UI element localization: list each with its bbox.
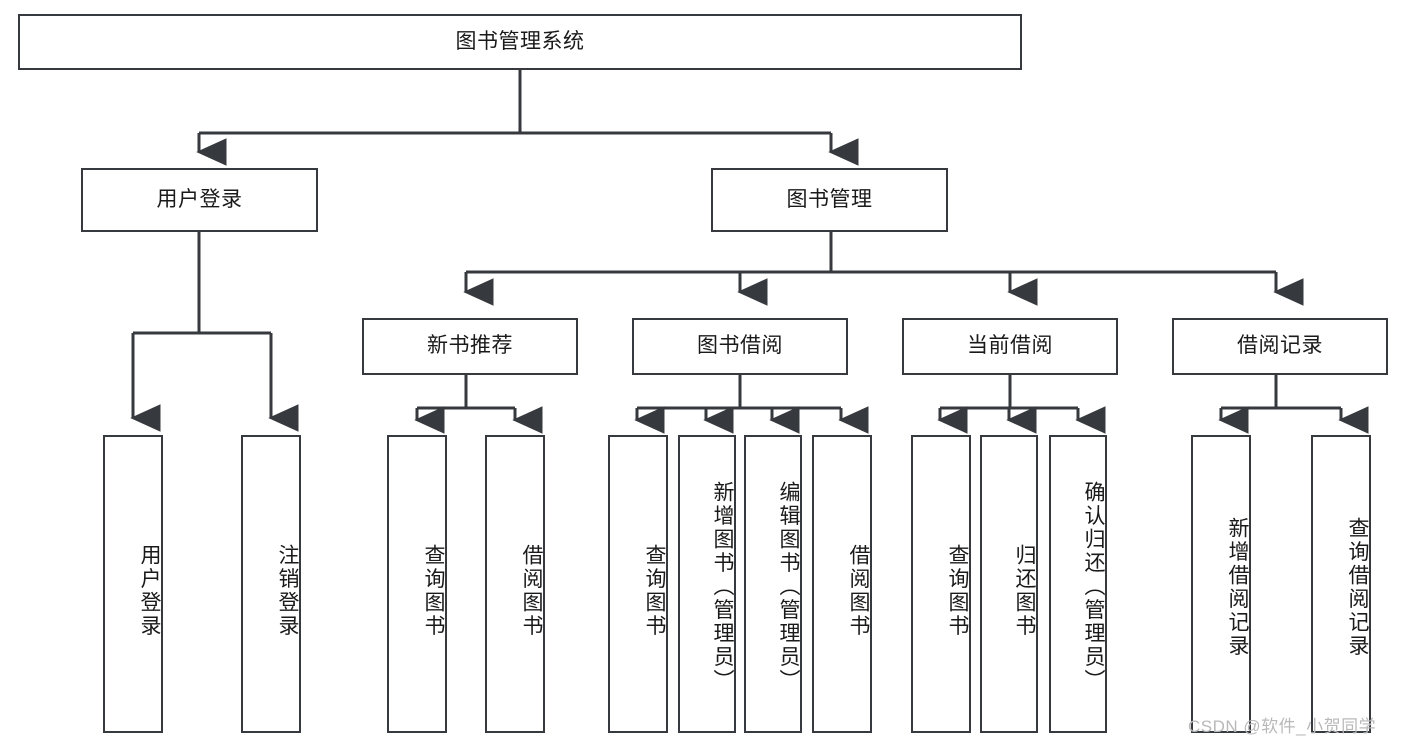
leaf-query-book-recommend[interactable]: 查询图书 xyxy=(387,435,447,733)
node-book-management[interactable]: 图书管理 xyxy=(711,168,948,232)
leaf-confirm-return-admin[interactable]: 确认归还（管理员） xyxy=(1049,435,1107,733)
node-current-borrow[interactable]: 当前借阅 xyxy=(902,318,1118,375)
node-borrow-record[interactable]: 借阅记录 xyxy=(1172,318,1388,375)
node-root-library-management-system[interactable]: 图书管理系统 xyxy=(18,14,1022,70)
node-label: 用户登录 xyxy=(138,544,161,638)
leaf-query-borrow-record[interactable]: 查询借阅记录 xyxy=(1311,435,1371,733)
leaf-return-book[interactable]: 归还图书 xyxy=(980,435,1038,733)
leaf-query-book-borrow[interactable]: 查询图书 xyxy=(608,435,668,733)
node-label: 借阅图书 xyxy=(847,544,870,638)
leaf-edit-book-admin[interactable]: 编辑图书（管理员） xyxy=(744,435,802,733)
leaf-borrow-book[interactable]: 借阅图书 xyxy=(812,435,872,733)
node-label: 查询借阅记录 xyxy=(1346,516,1369,658)
node-book-borrow[interactable]: 图书借阅 xyxy=(632,318,848,375)
node-label: 图书管理系统 xyxy=(455,29,585,53)
leaf-logout[interactable]: 注销登录 xyxy=(241,435,301,733)
node-label: 查询图书 xyxy=(643,544,666,638)
node-label: 注销登录 xyxy=(276,544,299,638)
node-label: 图书借阅 xyxy=(697,334,783,358)
node-label: 归还图书 xyxy=(1013,544,1036,638)
leaf-add-borrow-record[interactable]: 新增借阅记录 xyxy=(1191,435,1251,733)
node-user-login[interactable]: 用户登录 xyxy=(81,168,318,232)
node-label: 新书推荐 xyxy=(427,334,513,358)
leaf-user-login[interactable]: 用户登录 xyxy=(103,435,163,733)
node-label: 图书管理 xyxy=(786,187,873,211)
node-label: 查询图书 xyxy=(946,544,969,638)
node-label: 当前借阅 xyxy=(967,334,1053,358)
node-label: 确认归还（管理员） xyxy=(1082,481,1105,693)
node-label: 新增图书（管理员） xyxy=(711,481,734,693)
watermark-text: CSDN @软件_小贺同学 xyxy=(1188,717,1377,736)
node-label: 新增借阅记录 xyxy=(1226,516,1249,658)
node-label: 用户登录 xyxy=(156,187,243,211)
node-label: 编辑图书（管理员） xyxy=(777,481,800,693)
leaf-borrow-book-recommend[interactable]: 借阅图书 xyxy=(485,435,545,733)
node-label: 借阅记录 xyxy=(1237,334,1323,358)
node-label: 借阅图书 xyxy=(520,544,543,638)
node-label: 查询图书 xyxy=(422,544,445,638)
node-new-book-recommend[interactable]: 新书推荐 xyxy=(362,318,578,375)
leaf-add-book-admin[interactable]: 新增图书（管理员） xyxy=(678,435,736,733)
leaf-query-book-current[interactable]: 查询图书 xyxy=(911,435,971,733)
